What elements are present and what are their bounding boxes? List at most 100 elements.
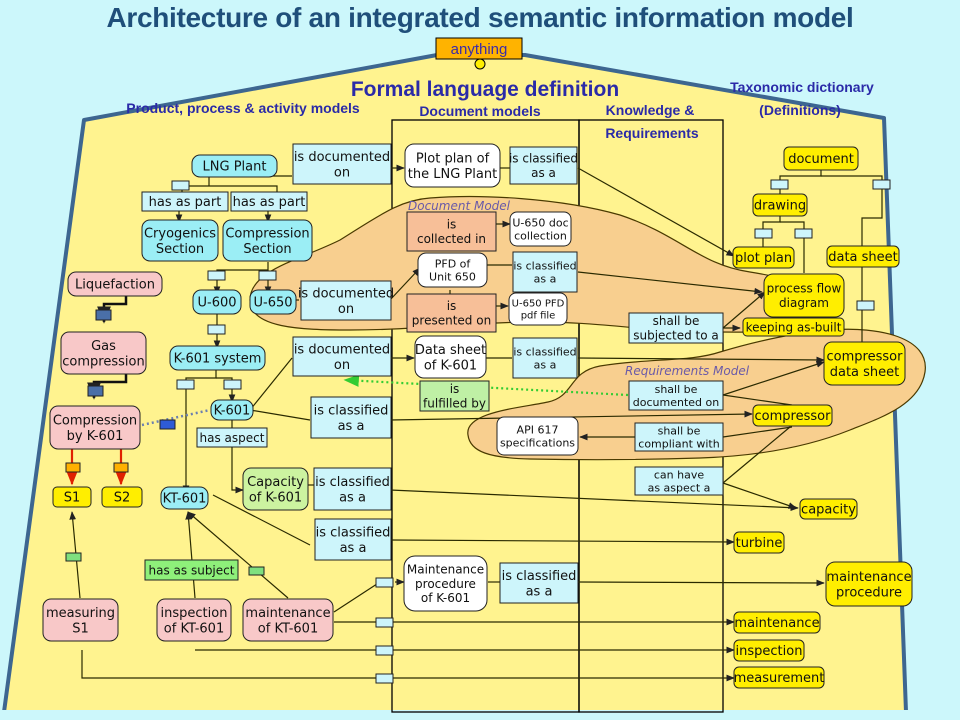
box-label: compression — [62, 354, 144, 369]
box-shape — [169, 345, 266, 371]
relation-has-part-1[interactable]: has as part — [141, 191, 229, 212]
box-label: procedure — [415, 577, 476, 591]
node-lng-plant[interactable]: LNG Plant — [191, 154, 278, 178]
box-label: of KT-601 — [164, 621, 224, 636]
node-tx-turbine[interactable]: turbine — [733, 531, 785, 554]
node-tx-plot-plan[interactable]: plot plan — [732, 246, 795, 269]
box-shape — [496, 416, 579, 456]
box-label: of K-601 — [424, 358, 477, 373]
box-shape — [512, 251, 578, 293]
box-shape — [733, 639, 805, 662]
diagram-title: Architecture of an integrated semantic i… — [106, 2, 854, 33]
connector-line — [249, 409, 311, 421]
node-tx-measurement[interactable]: measurement — [733, 666, 825, 689]
node-tx-compressor[interactable]: compressor — [752, 404, 833, 427]
node-tx-inspection[interactable]: inspection — [733, 639, 805, 662]
relation-marker — [171, 180, 190, 191]
box-label: as a — [339, 490, 366, 505]
node-tx-capacity[interactable]: capacity — [799, 498, 858, 520]
relation-has-aspect[interactable]: has aspect — [196, 427, 268, 448]
box-shape — [101, 486, 143, 508]
node-liquefaction[interactable]: Liquefaction — [67, 271, 163, 297]
box-label: is classified — [315, 475, 390, 490]
box-shape — [313, 467, 392, 511]
node-k601-system[interactable]: K-601 system — [169, 345, 266, 371]
box-label: compliant with — [638, 437, 719, 450]
box-shape — [508, 292, 568, 326]
box-shape — [404, 143, 501, 188]
node-k601[interactable]: K-601 — [210, 399, 254, 421]
anything-connector-icon — [474, 58, 486, 70]
box-label: Liquefaction — [75, 278, 155, 293]
connector-line — [81, 650, 380, 679]
relation-has-part-2[interactable]: has as part — [230, 191, 308, 212]
node-tx-data-sheet[interactable]: data sheet — [826, 245, 900, 268]
node-tx-maintenance[interactable]: maintenance — [733, 611, 821, 634]
box-label: inspection — [161, 606, 228, 621]
node-tx-keeping[interactable]: keeping as-built — [742, 317, 845, 337]
box-label: is classified — [513, 345, 576, 358]
bottom-band — [0, 710, 960, 720]
node-u650[interactable]: U-650 — [249, 289, 297, 315]
node-s2[interactable]: S2 — [101, 486, 143, 508]
anything-badge[interactable]: anything — [451, 41, 508, 58]
node-tx-document[interactable]: document — [783, 146, 859, 171]
relation-marker — [375, 617, 394, 628]
box-shape — [242, 467, 309, 511]
node-u600[interactable]: U-600 — [192, 289, 242, 315]
document-model-label: Document Model — [408, 199, 511, 213]
relation-marker — [794, 228, 813, 239]
box-label: S2 — [114, 491, 131, 506]
node-s1[interactable]: S1 — [52, 486, 92, 508]
box-label: is — [447, 299, 457, 313]
column-header-taxonomy-1: Taxonomic dictionary — [730, 79, 874, 95]
box-shape — [733, 611, 821, 634]
connector-line — [187, 511, 289, 599]
node-kt601[interactable]: KT-601 — [160, 486, 209, 510]
relation-has-subject[interactable]: has as subject — [144, 559, 239, 581]
connector-line — [389, 267, 421, 301]
box-label: process flow — [767, 282, 842, 296]
column-header-taxonomy-2: (Definitions) — [759, 102, 841, 118]
box-label: is classified — [509, 152, 578, 166]
connector-line — [333, 581, 381, 613]
node-tx-drawing[interactable]: drawing — [752, 193, 808, 217]
relation-marker — [258, 270, 277, 281]
